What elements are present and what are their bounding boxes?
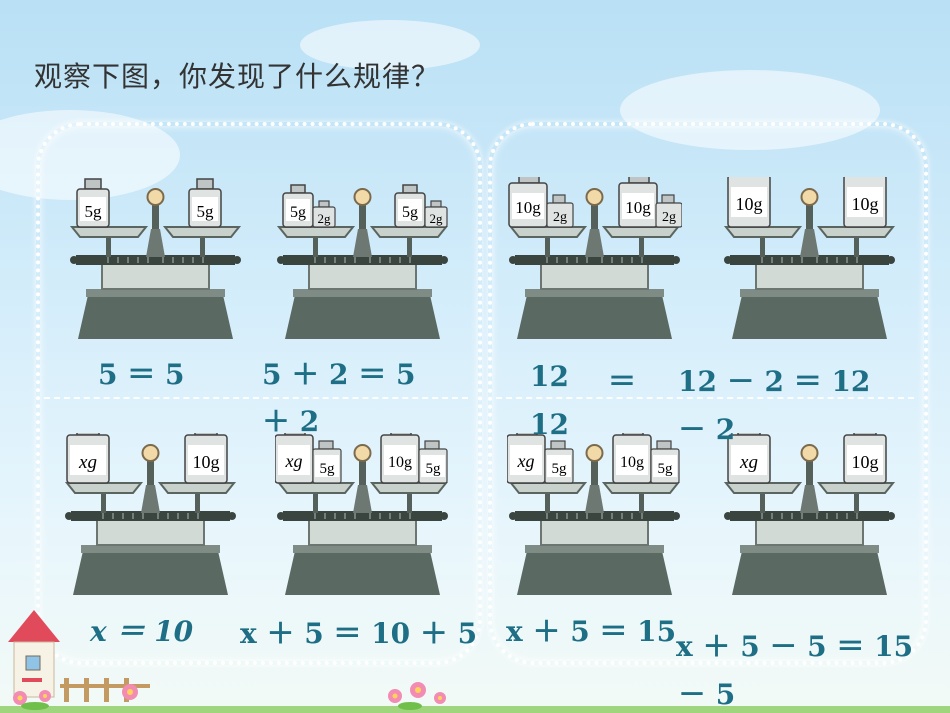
weight-label: 10g [388,454,412,471]
cloud-decoration [300,20,480,70]
weight-block: 5g [76,178,110,228]
weight-block: 2g [424,200,448,228]
weight-label: 2g [430,211,444,226]
left-panel [36,122,482,665]
weight-block: 10g [380,433,420,484]
weight-label: 10g [852,194,879,214]
weight-label: 10g [620,454,644,471]
weight-label: 5g [658,461,674,477]
weight-label: 5g [290,204,306,221]
weight-label: 5g [320,461,336,477]
weight-block: 5g [544,440,574,484]
weight-block: 10g [184,433,228,484]
equation-1: 5 ＝ 5 [98,358,185,391]
weight-block: xg [275,433,314,484]
weight-block: xg [66,433,110,484]
weight-label: 5g [85,202,103,221]
weight-block: 5g [650,440,680,484]
equation-2: 5 ＋ 2 ＝ 5 [262,358,416,391]
weight-label: 5g [426,461,442,477]
weight-block: xg [727,433,771,484]
weight-label: xg [78,452,97,473]
equation-3-equals: ＝ [608,365,637,398]
balance-scale: 10g 10g [723,177,896,340]
right-panel [488,122,928,665]
weight-label: 2g [662,210,676,225]
weight-block: 10g [843,177,887,228]
weight-label: 10g [193,452,220,472]
equation-4-continued: － 2 [678,413,736,446]
weight-label: 5g [197,202,215,221]
equation-3-continued: 12 [530,408,569,441]
equation-8-continued: － 5 [678,678,736,711]
weight-block: 2g [546,194,574,228]
equation-3: 12 [530,360,569,393]
balance-scale: 5g 5g [69,178,242,340]
weight-label: 5g [552,461,568,477]
equation-2-continued: ＋ 2 [262,405,320,438]
weight-block: 10g [618,177,658,228]
weight-label: 10g [515,198,541,217]
weight-block: 10g [727,177,771,228]
weight-block: 2g [312,200,336,228]
equation-5: x ＝ 10 [90,615,194,648]
equation-4: 12 － 2 ＝ 12 [678,365,871,398]
page-title: 观察下图，你发现了什么规律？ [34,60,441,93]
balance-scale: 10g 2g 10g 2g [508,177,682,340]
flowers-decoration [0,682,950,713]
weight-block: xg [507,433,546,484]
weight-label: 2g [318,211,332,226]
weight-label: 10g [736,194,763,214]
weight-block: 10g [612,433,652,484]
house-decoration [8,610,60,698]
weight-block: 5g [282,184,314,228]
weight-block: 10g [843,433,887,484]
balance-scale: xg 5g 10g 5g [507,433,681,596]
left-panel-divider [44,397,468,399]
equation-7: x ＋ 5 ＝ 15 [506,615,677,648]
weight-block: 10g [508,177,548,228]
weight-block: 2g [655,194,682,228]
weight-block: 5g [394,184,426,228]
balance-scale: xg 10g [64,433,237,596]
equation-8: x ＋ 5 － 5 ＝ 15 [676,630,914,663]
balance-scale: 5g 2g 5g 2g [276,184,449,340]
weight-block: 5g [312,440,342,484]
weight-label: xg [285,451,303,471]
weight-label: 10g [625,198,651,217]
balance-scale: xg 5g 10g 5g [275,433,449,596]
weight-label: xg [739,452,758,473]
weight-label: 10g [852,452,879,472]
weight-block: 5g [418,440,448,484]
balance-scale: xg 10g [723,433,896,596]
weight-block: 5g [188,178,222,228]
weight-label: 5g [402,204,418,221]
weight-label: xg [517,451,535,471]
cloud-decoration [620,70,880,150]
right-panel-divider [496,397,914,399]
equation-6: x ＋ 5 ＝ 10 ＋ 5 [240,617,478,650]
weight-label: 2g [553,210,567,225]
